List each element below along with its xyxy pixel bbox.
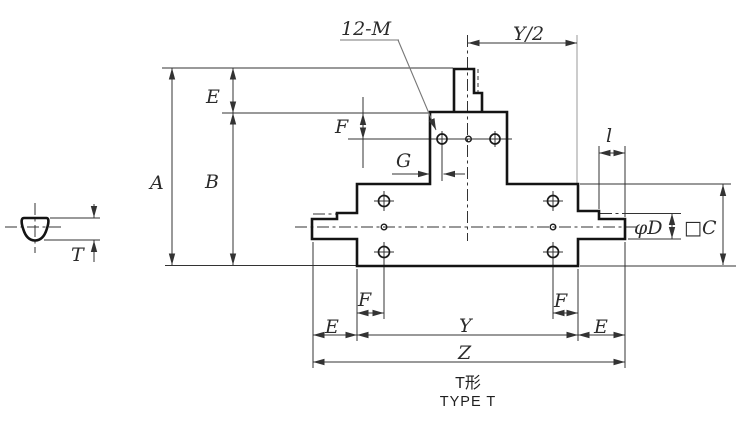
dim-label-l: l (606, 125, 612, 147)
labels: 12-M Y/2 E F A B G l T φD □C F F E Y E Z… (71, 18, 717, 410)
dim-label-t: T (71, 244, 85, 266)
dim-label-e-bottom-left: E (324, 316, 339, 338)
dim-label-e-bottom-right: E (593, 316, 608, 338)
extension-lines (44, 67, 736, 368)
holes (377, 133, 560, 259)
main-body-outline (310, 110, 627, 268)
dim-label-g: G (396, 150, 411, 172)
dim-label-square-c: □C (684, 217, 717, 239)
caption-japanese: T形 (455, 374, 481, 392)
part-outline (20, 67, 627, 268)
callout-12-M: 12-M (341, 18, 392, 40)
pilot-hole (465, 135, 473, 143)
dim-label-f-top: F (334, 116, 349, 138)
dim-label-a: A (148, 172, 164, 194)
callout-leader (340, 39, 437, 131)
dim-label-f-bottom-right: F (553, 290, 568, 312)
tapped-hole (546, 245, 560, 259)
pilot-hole (549, 223, 557, 231)
tapped-hole (436, 133, 448, 145)
tapped-hole (377, 194, 391, 208)
centerlines (5, 35, 640, 253)
sideview-shaft-section (20, 216, 50, 242)
tapped-hole (489, 133, 501, 145)
caption-english: TYPE T (440, 394, 497, 410)
tapped-hole (546, 194, 560, 208)
dim-label-b: B (204, 171, 219, 193)
leader-line (397, 39, 437, 131)
dim-label-f-bottom-left: F (357, 289, 372, 311)
top-boss-outline (452, 67, 484, 112)
dim-label-z: Z (457, 342, 472, 364)
dim-label-y-half: Y/2 (513, 23, 544, 45)
dim-label-y: Y (459, 315, 474, 337)
dim-label-e-top: E (205, 86, 220, 108)
dimension-lines (90, 39, 727, 366)
tapped-hole (377, 245, 391, 259)
pilot-hole (380, 223, 388, 231)
dim-label-phi-d: φD (634, 217, 663, 239)
